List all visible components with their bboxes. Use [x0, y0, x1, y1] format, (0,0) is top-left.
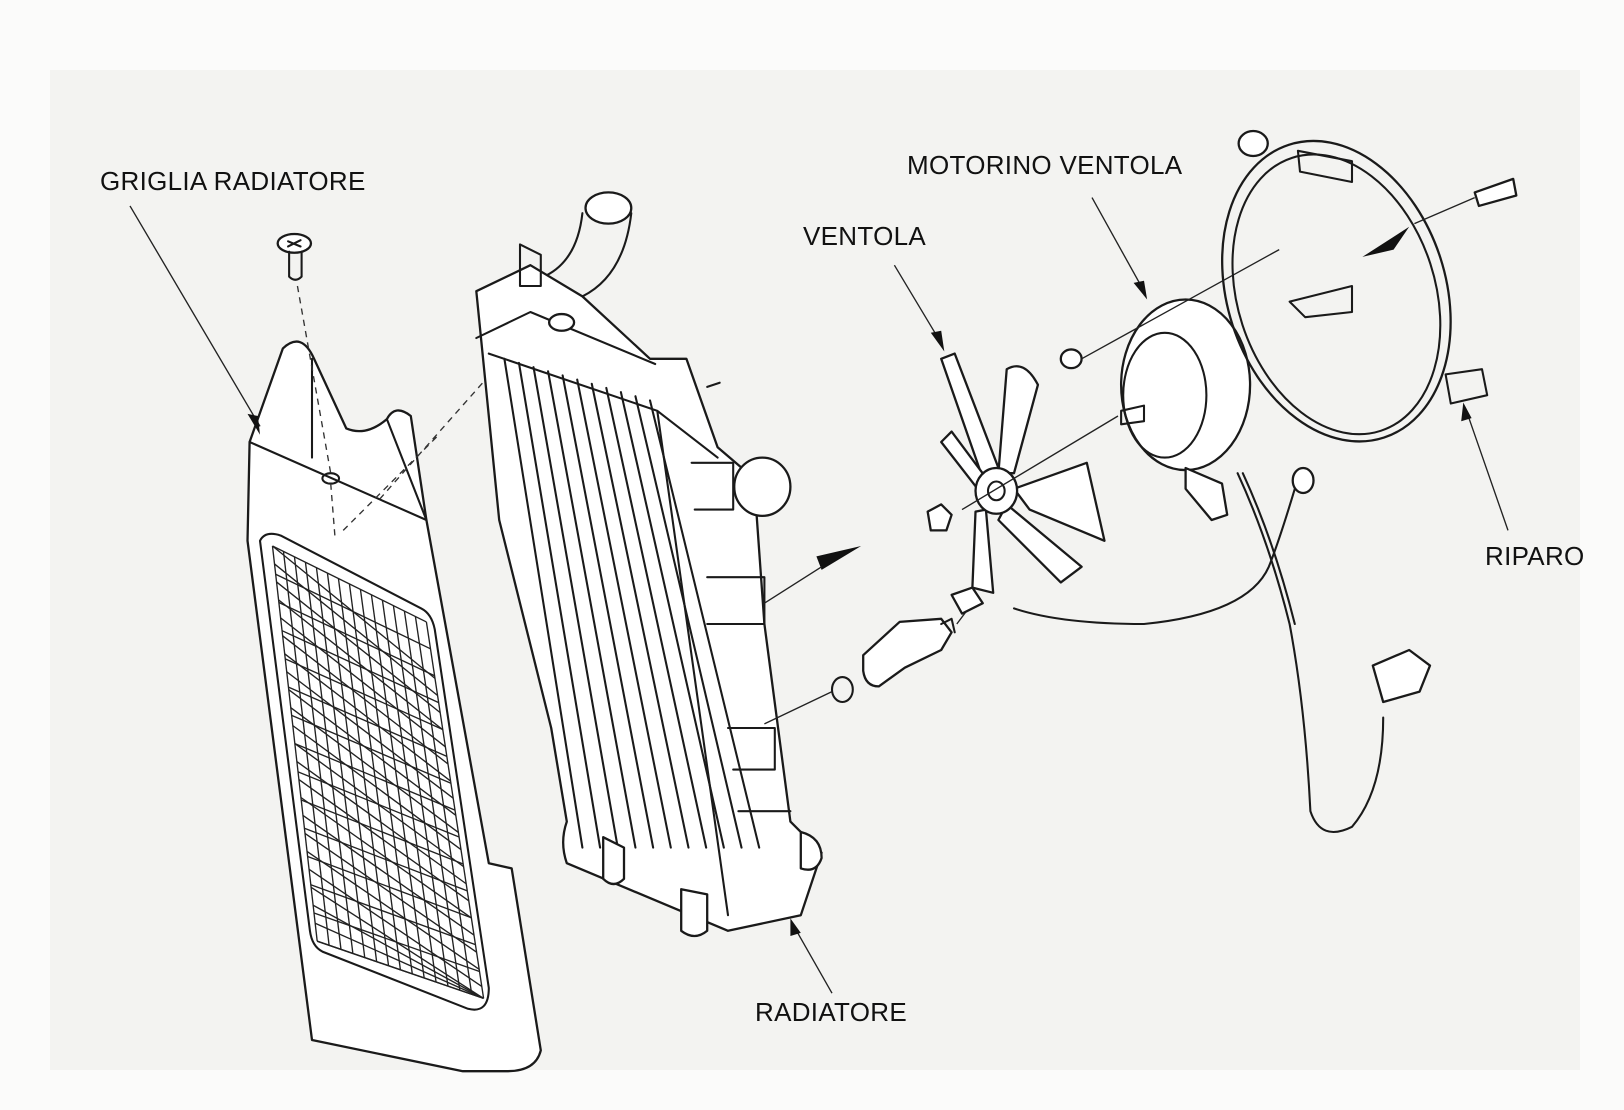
line-stroke — [307, 855, 472, 919]
line-stroke — [296, 761, 467, 885]
line-stroke — [576, 378, 672, 849]
line-stroke — [561, 374, 655, 849]
radiator-grille — [246, 316, 542, 1073]
leader-lines — [129, 197, 1509, 994]
line-stroke — [370, 594, 425, 979]
label-radiator: RADIATORE — [755, 997, 907, 1027]
line-stroke — [294, 742, 456, 811]
direction-arrow — [816, 546, 862, 570]
line-stroke — [290, 707, 459, 833]
radiator — [475, 191, 823, 938]
thermo-switch — [764, 602, 973, 725]
label-radiator-grille: GRIGLIA RADIATORE — [100, 166, 366, 196]
wiring-harness — [950, 466, 1432, 833]
line-stroke — [605, 386, 708, 849]
line-stroke — [517, 361, 602, 849]
line-stroke — [282, 635, 449, 765]
label-shroud: RIPARO — [1485, 541, 1585, 571]
line-stroke — [302, 814, 475, 936]
line-stroke — [532, 366, 619, 849]
line-stroke — [310, 886, 484, 999]
line-stroke — [634, 395, 743, 849]
label-fan-motor: MOTORINO VENTOLA — [907, 150, 1183, 180]
line-stroke — [300, 796, 472, 919]
line-stroke — [298, 778, 470, 902]
line-stroke — [547, 370, 637, 849]
line-stroke — [312, 904, 484, 999]
line-stroke — [314, 922, 484, 1000]
line-stroke — [288, 689, 457, 816]
line-stroke — [359, 589, 413, 974]
line-stroke — [280, 617, 446, 748]
line-stroke — [272, 545, 436, 679]
radiator-fins — [503, 357, 761, 849]
line-stroke — [425, 621, 485, 999]
line-stroke — [294, 743, 464, 868]
line-stroke — [310, 884, 476, 946]
line-stroke — [392, 605, 449, 987]
line-stroke — [306, 850, 480, 970]
line-stroke — [619, 391, 725, 849]
line-stroke — [648, 399, 761, 849]
line-stroke — [300, 799, 464, 865]
line-stroke — [276, 581, 441, 714]
line-stroke — [316, 940, 484, 1000]
line-stroke — [304, 832, 477, 953]
line-stroke — [308, 868, 483, 987]
label-fan: VENTOLA — [803, 221, 926, 251]
fan-shroud — [1221, 129, 1518, 443]
line-stroke — [274, 563, 439, 697]
line-stroke — [278, 599, 444, 731]
line-stroke — [590, 382, 690, 849]
line-stroke — [292, 725, 462, 851]
fan-motor — [961, 249, 1280, 522]
line-stroke — [503, 357, 584, 849]
grille-mesh — [271, 545, 485, 1000]
line-stroke — [284, 653, 451, 782]
line-stroke — [403, 610, 461, 991]
fan — [926, 352, 1106, 594]
grille-screw — [276, 232, 332, 474]
line-stroke — [286, 671, 454, 799]
